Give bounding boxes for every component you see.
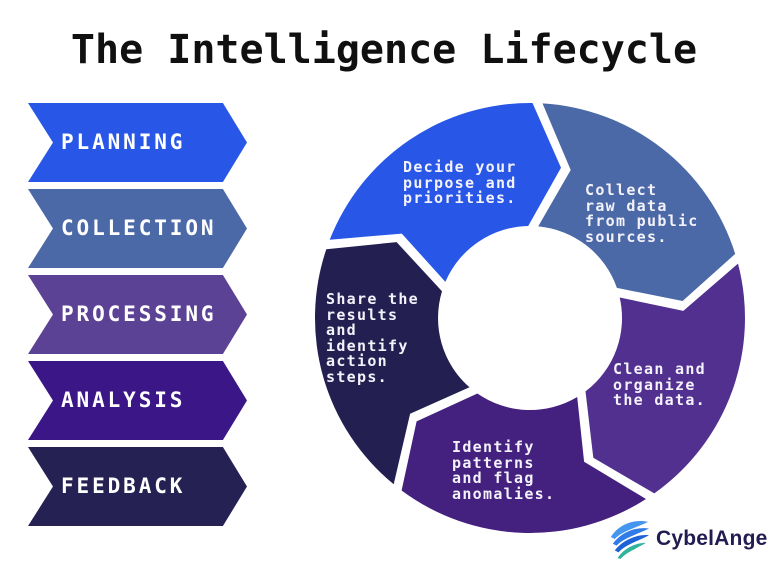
- cycle-caption-analysis: Identify patterns and flag anomalies.: [452, 438, 556, 503]
- cybelangel-logo: CybelAngel: [608, 518, 768, 560]
- cycle-caption-planning: Decide your purpose and priorities.: [403, 158, 517, 207]
- stage-arrow-processing: PROCESSING: [28, 275, 247, 354]
- wing-icon: [610, 520, 649, 559]
- cycle-segment-analysis: [401, 393, 646, 534]
- logo-text: CybelAngel: [656, 527, 768, 550]
- cycle-segment-collection: [538, 103, 736, 302]
- stage-label-feedback: FEEDBACK: [61, 474, 186, 498]
- cycle-segment-processing: [585, 263, 745, 494]
- stage-label-analysis: ANALYSIS: [61, 388, 186, 412]
- cycle-segment-planning: [329, 102, 561, 282]
- stage-arrow-planning: PLANNING: [28, 103, 247, 182]
- cycle-caption-processing: Clean and organize the data.: [613, 360, 706, 409]
- stage-label-planning: PLANNING: [61, 130, 186, 154]
- stage-arrow-feedback: FEEDBACK: [28, 447, 247, 526]
- cycle-caption-feedback: Share the results and identify action st…: [326, 290, 419, 386]
- stage-label-collection: COLLECTION: [61, 216, 217, 240]
- cycle-segment-feedback: [314, 242, 470, 485]
- cycle-caption-collection: Collect raw data from public sources.: [585, 181, 699, 246]
- stage-label-processing: PROCESSING: [61, 302, 217, 326]
- stage-arrow-analysis: ANALYSIS: [28, 361, 247, 440]
- page-title: The Intelligence Lifecycle: [70, 27, 698, 73]
- stage-arrow-collection: COLLECTION: [28, 189, 247, 268]
